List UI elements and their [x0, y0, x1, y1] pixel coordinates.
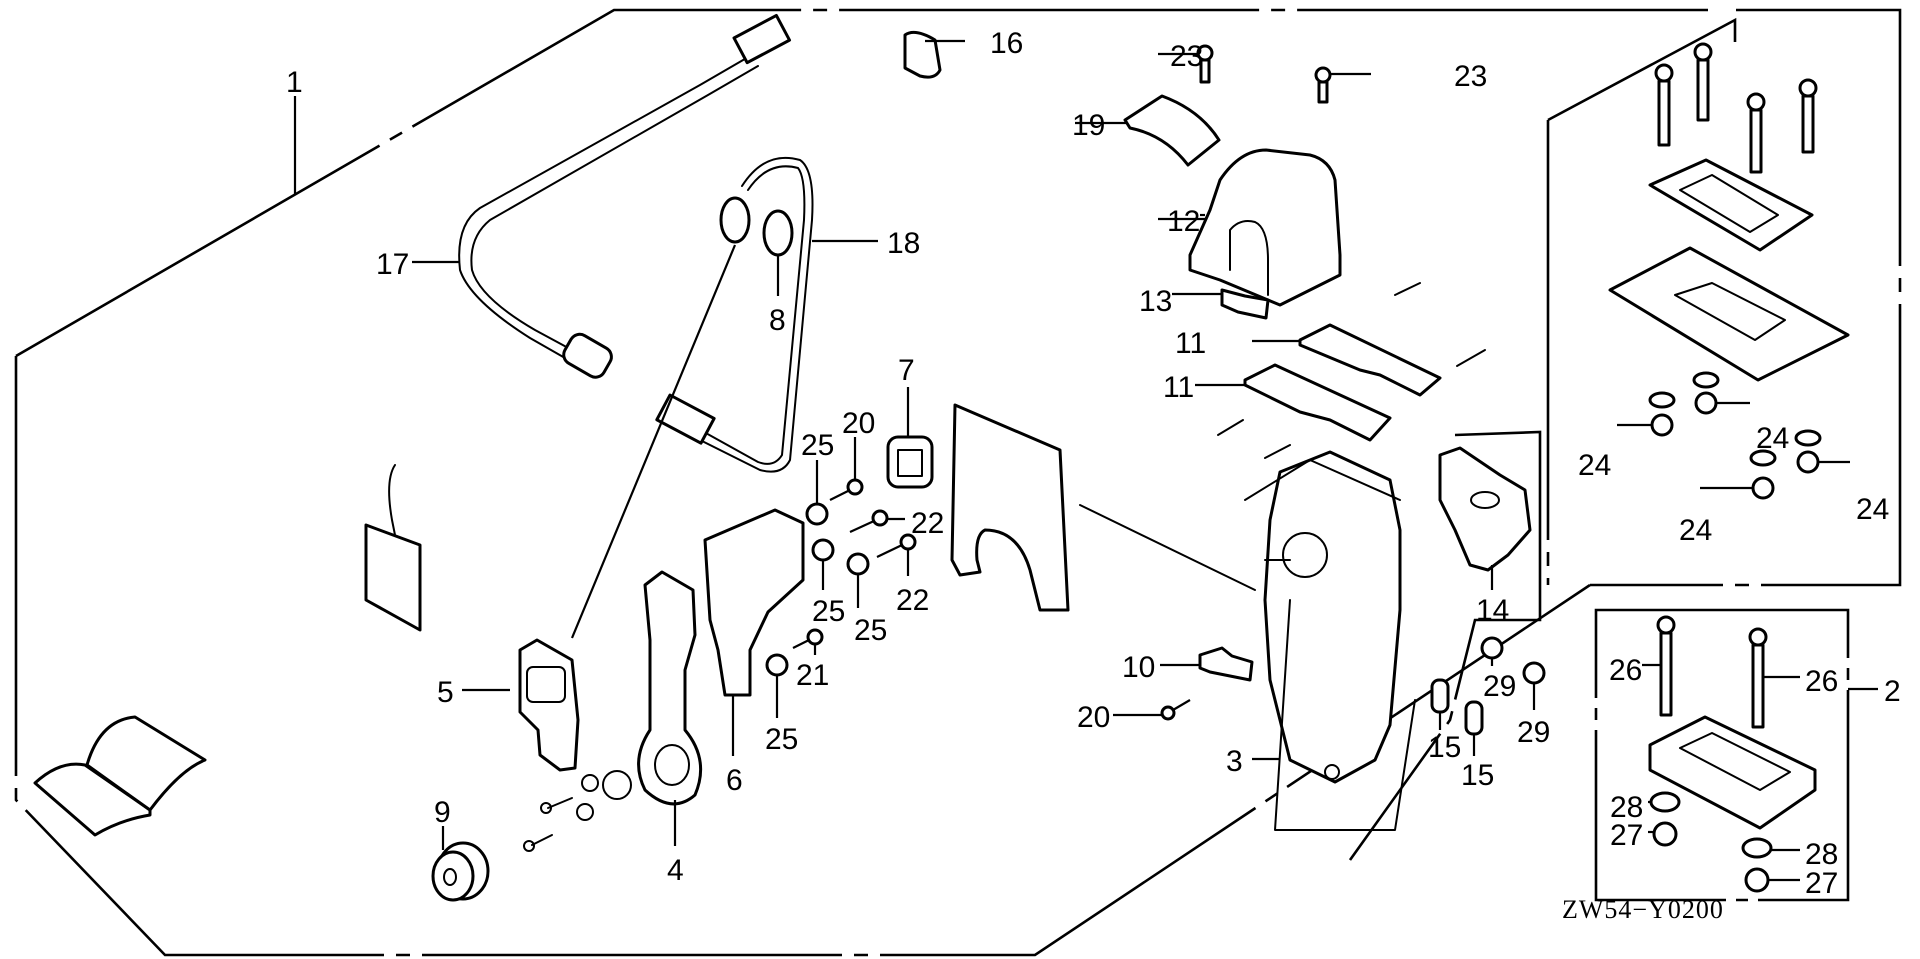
callout-19: 19	[1072, 109, 1105, 142]
callout-9: 9	[434, 796, 451, 829]
holder-11b	[1243, 363, 1392, 442]
cable-end-15a	[1430, 678, 1450, 714]
grommet-7	[886, 435, 934, 489]
callout-15a: 15	[1428, 731, 1461, 764]
callout-20b: 20	[1077, 701, 1110, 734]
clip-16	[903, 30, 942, 79]
callout-8: 8	[769, 304, 786, 337]
tag	[364, 464, 422, 632]
body-3-bracket	[1244, 459, 1416, 831]
kit-2-box	[1594, 608, 1850, 902]
callout-27b: 27	[1805, 867, 1838, 900]
callout-26b: 26	[1805, 665, 1838, 698]
washers-nuts-2	[1649, 791, 1773, 893]
callout-13: 13	[1139, 285, 1172, 318]
body-3	[1263, 450, 1402, 784]
callout-12: 12	[1167, 205, 1200, 238]
gasket-thin	[1608, 246, 1850, 382]
harness-18	[655, 156, 814, 473]
callout-29a: 29	[1483, 670, 1516, 703]
figure-code: ZW54−Y0200	[1562, 895, 1724, 924]
callout-25b: 25	[812, 595, 845, 628]
washer-25a	[805, 502, 829, 526]
callout-23b: 23	[1454, 60, 1487, 93]
callout-4: 4	[667, 854, 684, 887]
screw-20a	[829, 478, 864, 501]
lever-4-hole	[654, 744, 690, 786]
callout-2: 2	[1884, 675, 1901, 708]
cap-8	[719, 196, 794, 257]
small-screws-cover	[1217, 282, 1486, 459]
screw-23b	[1314, 66, 1332, 104]
callout-5: 5	[437, 676, 454, 709]
clip-13	[1220, 288, 1270, 320]
callout-11b: 11	[1163, 371, 1194, 404]
spacer-block	[1648, 715, 1817, 830]
callout-21: 21	[796, 659, 829, 692]
callout-15b: 15	[1461, 759, 1494, 792]
washer-25d	[765, 653, 789, 677]
harness-17	[458, 13, 792, 379]
callout-18: 18	[887, 227, 920, 260]
kit-hardware-outline	[1546, 8, 1902, 587]
callout-29b: 29	[1517, 716, 1550, 749]
gasket-plate	[950, 403, 1070, 612]
screw-22b	[876, 533, 917, 558]
callout-24b: 24	[1578, 449, 1611, 482]
callout-16: 16	[990, 27, 1023, 60]
callout-25c: 25	[854, 614, 887, 647]
group-14-outline	[1348, 430, 1542, 861]
shaft-boss	[1282, 532, 1328, 578]
callout-24d: 24	[1679, 514, 1712, 547]
callout-20a: 20	[842, 407, 875, 440]
holder-11a	[1298, 323, 1442, 397]
washer-25c	[846, 552, 870, 576]
grommet-9	[431, 841, 490, 902]
callout-25a: 25	[801, 429, 834, 462]
callout-22b: 22	[896, 584, 929, 617]
clamp-10	[1198, 646, 1254, 682]
callout-24c: 24	[1856, 493, 1889, 526]
callout-25d: 25	[765, 723, 798, 756]
washer-29b	[1522, 661, 1546, 685]
bolts-26	[1656, 615, 1768, 729]
gasket-thick	[1648, 158, 1814, 252]
callout-17: 17	[376, 248, 409, 281]
callout-3: 3	[1226, 745, 1243, 778]
callout-6: 6	[726, 764, 743, 797]
cable-end-15b	[1464, 700, 1484, 736]
callout-7: 7	[898, 354, 915, 387]
callout-26a: 26	[1609, 654, 1642, 687]
screw-23a	[1196, 44, 1214, 84]
kit-1-outline	[14, 8, 1708, 957]
lever-4	[637, 570, 703, 806]
callout-28a: 28	[1610, 791, 1643, 824]
manual-book	[33, 715, 207, 837]
callout-10: 10	[1122, 651, 1155, 684]
callout-24a: 24	[1756, 422, 1789, 455]
callout-11a: 11	[1175, 327, 1206, 360]
washer-29a	[1480, 636, 1504, 660]
cover-12	[1188, 148, 1342, 307]
screw-20b	[1160, 699, 1191, 721]
leader-8-link	[570, 244, 737, 639]
callout-1: 1	[286, 66, 303, 99]
callout-labels: 1 2 3 4 5 6 7 8 9 10 11 11 12 13 14 15 1…	[286, 27, 1901, 900]
nuts-24	[1648, 371, 1822, 500]
bracket-6	[703, 508, 805, 697]
assembly-line	[1079, 504, 1256, 591]
bolts-upper	[1654, 42, 1818, 174]
callout-27a: 27	[1610, 819, 1643, 852]
callout-23a: 23	[1170, 40, 1203, 73]
callout-14: 14	[1476, 594, 1509, 627]
housing-5	[518, 638, 580, 772]
screw-21	[792, 628, 824, 649]
callout-28b: 28	[1805, 838, 1838, 871]
washer-25b	[811, 538, 835, 562]
plate-19	[1123, 94, 1221, 167]
small-fasteners-5	[523, 770, 632, 852]
screw-22a	[849, 509, 889, 533]
callout-22a: 22	[911, 507, 944, 540]
